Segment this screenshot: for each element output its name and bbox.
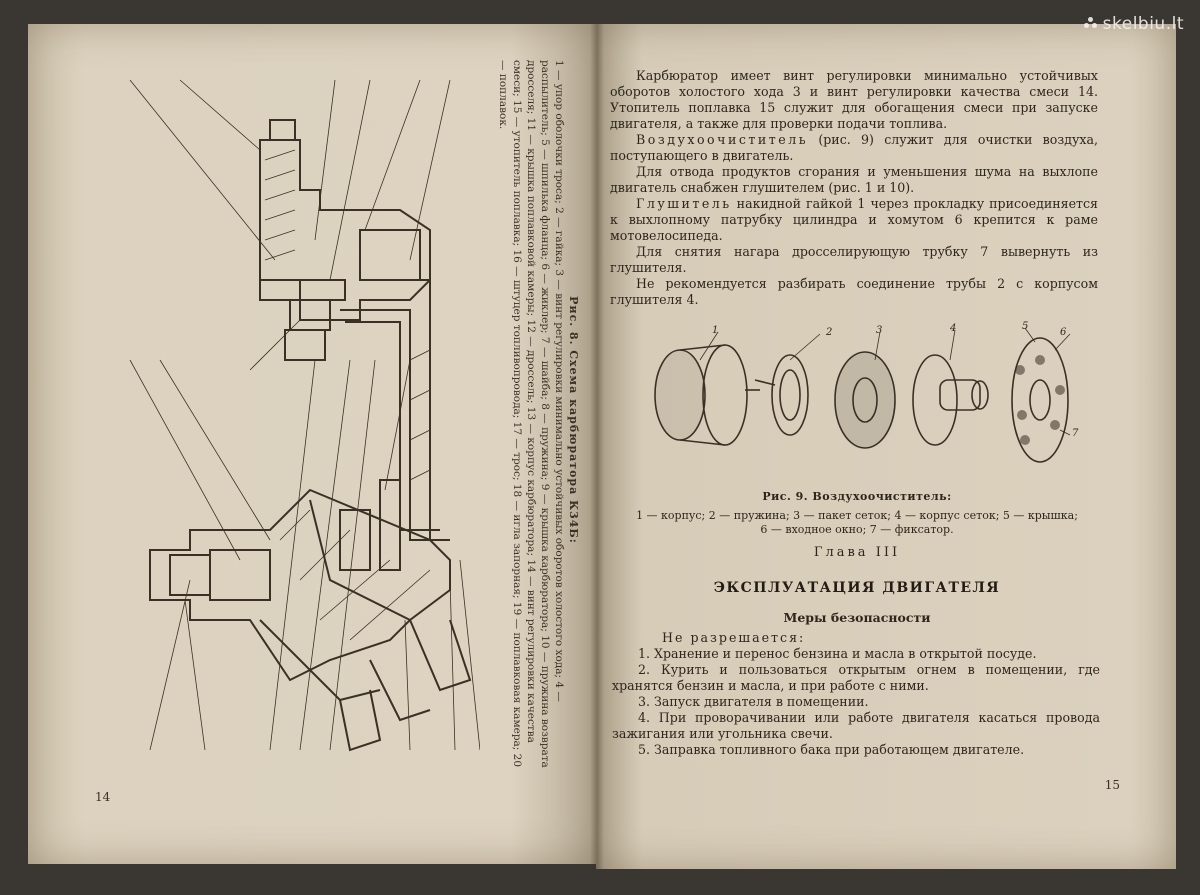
list-lead: Не разрешается:: [662, 630, 806, 645]
figure-8-legend: 1 — упор оболочки троса; 2 — гайка; 3 — …: [497, 60, 565, 768]
fig9-label: 1: [712, 325, 719, 336]
paragraph: Для снятия нагара дросселирующую трубку …: [610, 244, 1098, 275]
section-heading: ЭКСПЛУАТАЦИЯ ДВИГАТЕЛЯ: [713, 580, 1001, 596]
safety-rules: Не разрешается: 1. Хранение и перенос бе…: [612, 630, 1100, 758]
figure-8-title: Рис. 8. Схема карбюратора К34Б:: [567, 296, 580, 544]
paragraph: Глушитель накидной гайкой 1 через прокла…: [610, 196, 1098, 244]
watermark-logo-icon: [1083, 17, 1098, 31]
figure-9-title: Рис. 9. Воздухоочиститель:: [762, 490, 952, 503]
list-item: 3. Запуск двигателя в помещении.: [638, 694, 869, 709]
air-cleaner-figure: [654, 327, 1071, 463]
list-item: 5. Заправка топливного бака при работающ…: [638, 742, 1025, 757]
figure-9-legend-line: 6 — входное окно; 7 — фиксатор.: [760, 523, 954, 536]
carburetor-diagram: [129, 79, 480, 752]
page-number-right: 15: [1104, 778, 1120, 792]
paragraph: Карбюратор имеет винт регулировки минима…: [610, 68, 1098, 131]
fig9-label: 2: [826, 327, 833, 338]
term-air-cleaner: Воздухоочиститель: [636, 132, 809, 147]
subsection-heading: Меры безопасности: [783, 610, 931, 625]
list-item: 2. Курить и пользоваться открытым огнем …: [612, 662, 1100, 693]
list-item: 4. При проворачивании или работе двигате…: [612, 710, 1100, 741]
paragraph: Не рекомендуется разбирать соединение тр…: [610, 276, 1098, 307]
figure-9-caption: Рис. 9. Воздухоочиститель: 1 — корпус; 2…: [612, 490, 1102, 537]
right-page: [596, 24, 1176, 869]
paragraph: Воздухоочиститель (рис. 9) служит для оч…: [610, 132, 1098, 164]
paragraph-text: (рис. 9) служит для очистки воздуха, пос…: [610, 132, 1098, 163]
chapter-heading: Глава III: [813, 545, 901, 560]
figure-9-legend-line: 1 — корпус; 2 — пружина; 3 — пакет сеток…: [636, 509, 1078, 522]
right-page-text: Карбюратор имеет винт регулировки минима…: [610, 68, 1098, 308]
fig9-label: 5: [1022, 321, 1029, 332]
watermark: skelbiu.lt: [1083, 14, 1184, 34]
fig9-label: 4: [950, 323, 957, 334]
fig9-label: 7: [1072, 428, 1079, 439]
fig9-label: 6: [1060, 327, 1067, 338]
list-item: 1. Хранение и перенос бензина и масла в …: [638, 646, 1037, 661]
figure-8-caption: Рис. 8. Схема карбюратора К34Б: 1 — упор…: [497, 60, 580, 780]
watermark-text: skelbiu.lt: [1102, 14, 1184, 34]
term-muffler: Глушитель: [636, 196, 732, 211]
paragraph-text: накидной гайкой 1 через прокладку присое…: [610, 196, 1098, 243]
page-number-left: 14: [95, 790, 111, 804]
left-page: [28, 24, 596, 864]
book-gutter: [590, 24, 604, 869]
fig9-label: 3: [876, 325, 883, 336]
paragraph: Для отвода продуктов сгорания и уменьшен…: [610, 164, 1098, 195]
